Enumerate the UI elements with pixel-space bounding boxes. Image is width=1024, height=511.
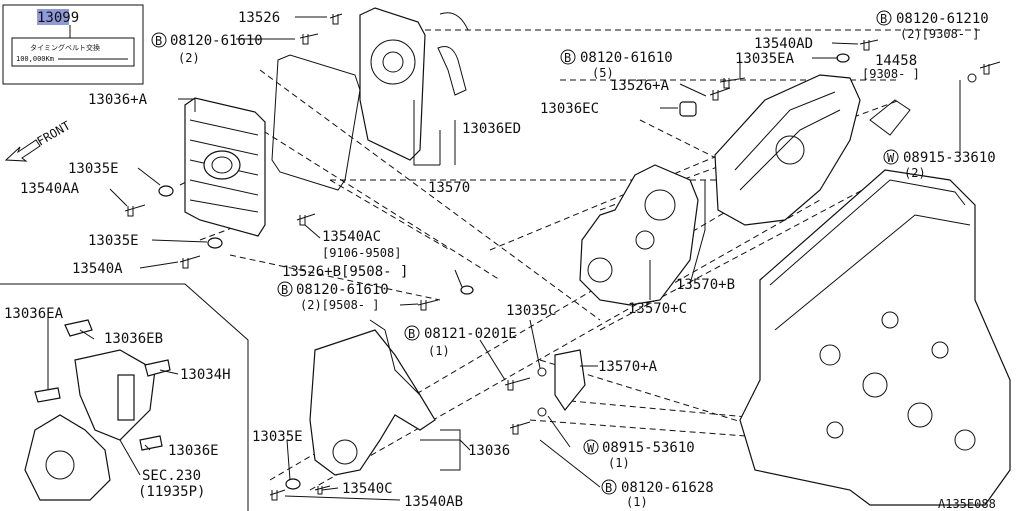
bolts-top[interactable]: [124, 13, 1001, 311]
upper-housing[interactable]: [359, 7, 426, 161]
label-13035E-b[interactable]: 13035E: [88, 233, 139, 249]
diagram-id-code: A135E088: [938, 497, 996, 511]
label-13035EA[interactable]: 13035EA: [735, 51, 795, 67]
label-13034H[interactable]: 13034H: [180, 367, 231, 383]
svg-text:B: B: [408, 327, 415, 341]
label-08915-33610[interactable]: 08915-33610: [903, 150, 996, 166]
label-14458[interactable]: 14458: [875, 53, 917, 69]
label-13036EC[interactable]: 13036EC: [540, 101, 599, 117]
label-box-frame: [2, 4, 144, 85]
label-13035E-c[interactable]: 13035E: [252, 429, 303, 445]
bracket-13570A[interactable]: [554, 349, 586, 412]
label-13035C[interactable]: 13035C: [506, 303, 557, 319]
label-13035E-a[interactable]: 13035E: [68, 161, 119, 177]
decal-line2: 100,000Km: [16, 55, 54, 63]
svg-text:B: B: [155, 34, 162, 48]
label-13526-top[interactable]: 13526: [238, 10, 280, 26]
marker-icons: B B B W B B W B: [151, 10, 899, 495]
leader-lines: [47, 16, 961, 501]
label-13036A[interactable]: 13036+A: [88, 92, 148, 108]
label-13540AB[interactable]: 13540AB: [404, 494, 463, 510]
svg-text:W: W: [587, 441, 595, 455]
label-13036[interactable]: 13036: [468, 443, 510, 459]
svg-text:W: W: [887, 151, 895, 165]
svg-text:B: B: [281, 283, 288, 297]
label-13570[interactable]: 13570: [428, 180, 470, 196]
label-08120-61210[interactable]: 08120-61210: [896, 11, 989, 27]
label-qty-0201E: (1): [428, 344, 450, 358]
rocker-gasket[interactable]: [271, 54, 361, 191]
label-13540AC[interactable]: 13540AC: [322, 229, 381, 245]
label-08120-61628[interactable]: 08120-61628: [621, 480, 714, 496]
decal-line1: タイミングベルト交換: [30, 43, 100, 52]
label-qty-61628: (1): [626, 495, 648, 509]
label-13036E[interactable]: 13036E: [168, 443, 219, 459]
label-08915-53610[interactable]: 08915-53610: [602, 440, 695, 456]
label-08120-61610-mid[interactable]: 08120-61610: [296, 282, 389, 298]
label-13526B[interactable]: 13526+B[9508- ]: [282, 264, 408, 280]
front-arrow-icon: [4, 139, 41, 162]
label-08120-61610-top[interactable]: 08120-61610: [170, 33, 263, 49]
inset-frame: [0, 283, 249, 511]
label-sec230[interactable]: SEC.230: [142, 468, 201, 484]
label-08121-0201E[interactable]: 08121-0201E: [424, 326, 517, 342]
label-qty-61210: (2)[9308- ]: [900, 27, 979, 41]
label-13540AC-range: [9106-9508]: [322, 246, 401, 260]
label-qty-53610: (1): [608, 456, 630, 470]
part-14458[interactable]: [869, 99, 911, 136]
label-qty-mid: (2)[9508- ]: [300, 298, 379, 312]
timing-housing-c[interactable]: [579, 164, 699, 306]
timing-case-b[interactable]: [714, 74, 861, 226]
label-14458-range: [9308- ]: [862, 67, 920, 81]
label-qty-r: (5): [592, 66, 614, 80]
water-pump[interactable]: [24, 319, 171, 501]
label-13036ED[interactable]: 13036ED: [462, 121, 521, 137]
label-13540AA[interactable]: 13540AA: [20, 181, 80, 197]
label-13570A[interactable]: 13570+A: [598, 359, 658, 375]
label-13540AD[interactable]: 13540AD: [754, 36, 813, 52]
rocker-cover[interactable]: [184, 97, 266, 237]
label-13036EA[interactable]: 13036EA: [4, 306, 64, 322]
seal-13036ED[interactable]: [437, 46, 467, 96]
svg-text:B: B: [564, 51, 571, 65]
engine-block[interactable]: [739, 169, 1011, 506]
label-13570C[interactable]: 13570+C: [628, 301, 687, 317]
part-highlight: [37, 9, 69, 25]
label-13036EB[interactable]: 13036EB: [104, 331, 163, 347]
label-qty-33610: (2): [904, 166, 926, 180]
label-13540A[interactable]: 13540A: [72, 261, 123, 277]
svg-text:B: B: [605, 481, 612, 495]
label-13570B[interactable]: 13570+B: [676, 277, 735, 293]
label-08120-61610-r[interactable]: 08120-61610: [580, 50, 673, 66]
svg-text:B: B: [880, 12, 887, 26]
label-13540C[interactable]: 13540C: [342, 481, 393, 497]
label-qty-top: (2): [178, 51, 200, 65]
lower-timing-cover[interactable]: [309, 319, 436, 476]
label-sec230-sub: (11935P): [138, 484, 205, 500]
label-13526A[interactable]: 13526+A: [610, 78, 670, 94]
timing-belt-decal: [11, 37, 135, 67]
front-label: FRONT: [35, 118, 73, 148]
part-no-13099[interactable]: 13099: [37, 10, 79, 26]
